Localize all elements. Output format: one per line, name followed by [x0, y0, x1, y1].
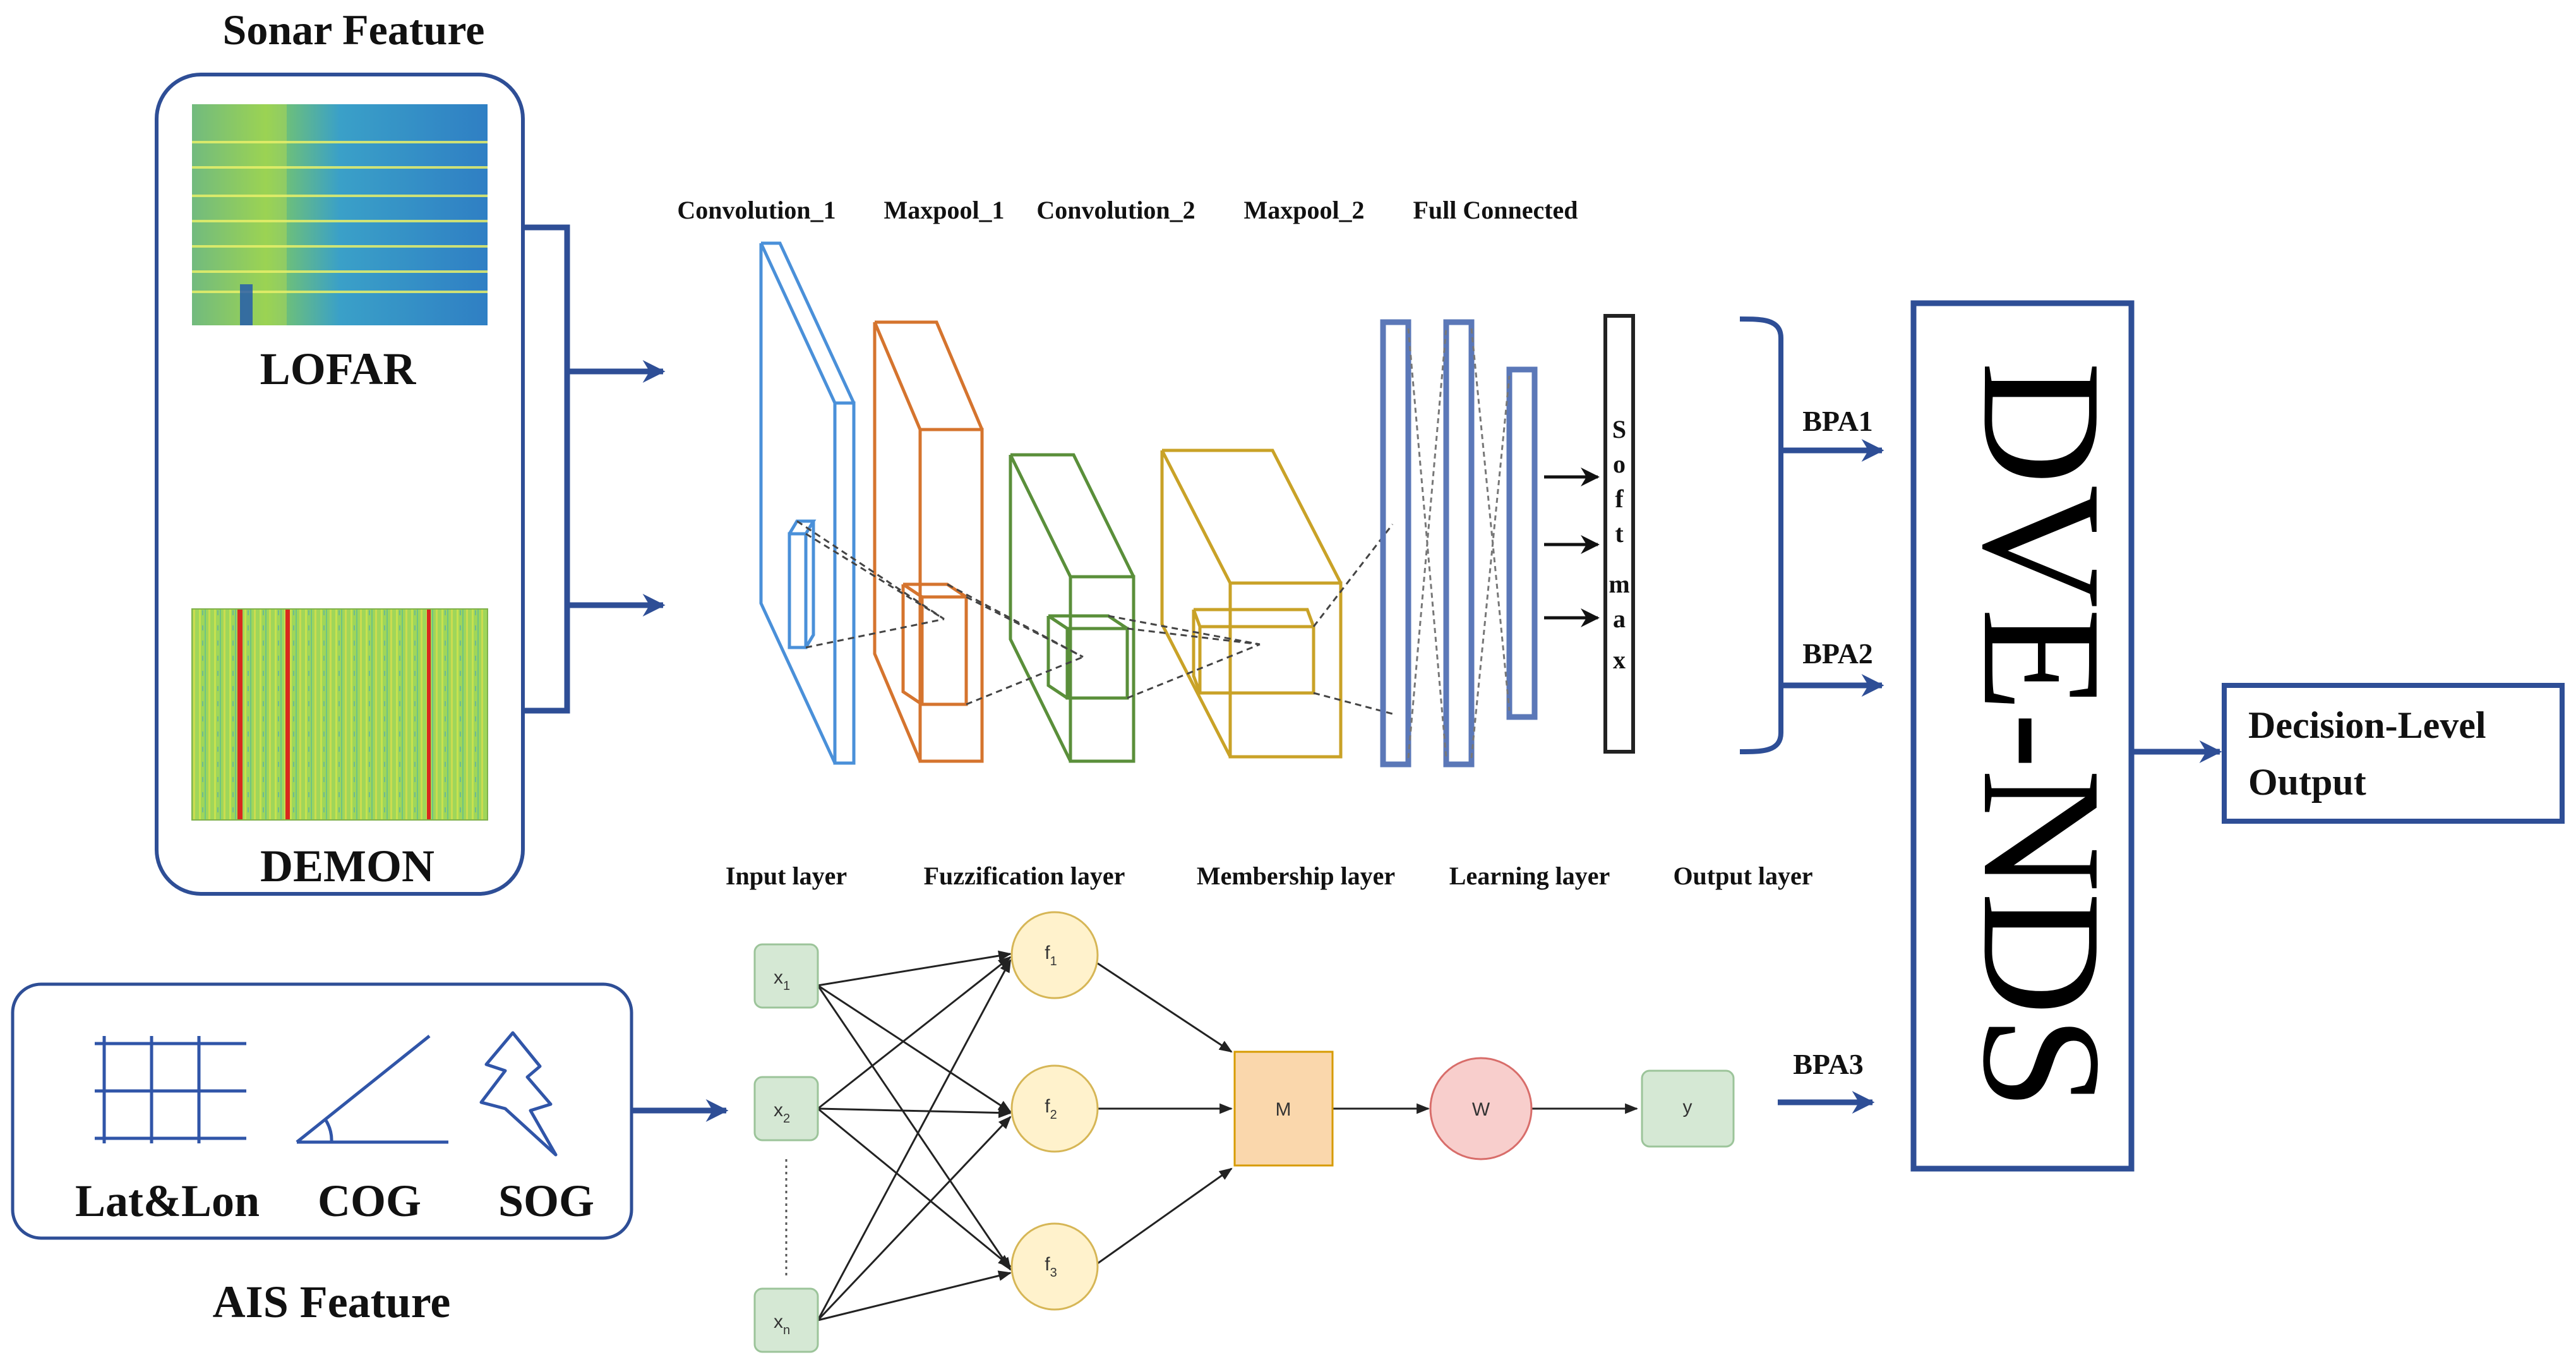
dve-nds-box: [1910, 300, 2135, 1172]
svg-text:f3: f3: [1045, 1254, 1057, 1280]
fuzzy-node-f3: f3: [1010, 1222, 1099, 1311]
learning-node-label: W: [1472, 1099, 1490, 1120]
conv1-block: [759, 241, 856, 765]
input-node-label: x: [774, 1311, 783, 1332]
svg-text:f1: f1: [1045, 942, 1057, 968]
input-node-x2: x2: [753, 1076, 819, 1141]
dve-nds-label: DVE-NDS: [1948, 362, 2136, 1111]
cnn-layer-label-conv1: Convolution_1: [677, 196, 836, 224]
softmax-letter: S: [1612, 415, 1626, 443]
output-node: y: [1641, 1069, 1735, 1148]
sonar-bracket: [523, 224, 570, 714]
bpa1-label: BPA1: [1802, 405, 1873, 437]
svg-text:x1: x1: [774, 967, 790, 993]
lofar-spectrogram: [192, 104, 488, 325]
fnn-connections: [817, 950, 1639, 1322]
fnn-layer-label-fuzzification: Fuzzification layer: [924, 862, 1125, 890]
fuzzy-node-label: f: [1045, 1254, 1050, 1275]
cnn-layer-label-maxpool2: Maxpool_2: [1243, 196, 1364, 224]
svg-text:xn: xn: [774, 1311, 790, 1337]
fuzzy-node-f2: f2: [1010, 1064, 1099, 1153]
input-node-xn: xn: [753, 1287, 819, 1353]
softmax-letter: m: [1609, 570, 1629, 598]
fuzzy-node-sub: 3: [1050, 1266, 1057, 1280]
input-node-label: x: [774, 1100, 783, 1121]
input-node-sub: 2: [783, 1112, 790, 1126]
conv2-block: [1009, 453, 1135, 763]
fuzzy-node-label: f: [1045, 1096, 1050, 1117]
cnn-layer-label-conv2: Convolution_2: [1036, 196, 1195, 224]
decision-output-box: [2222, 683, 2565, 824]
input-node-sub: n: [783, 1323, 790, 1337]
softmax-letter: a: [1613, 605, 1626, 633]
demon-label: DEMON: [260, 841, 434, 891]
fc-layer-2: [1443, 319, 1475, 768]
cnn-layer-label-maxpool1: Maxpool_1: [884, 196, 1004, 224]
cnn-output-bracket: [1739, 316, 1783, 754]
fuzzy-node-f1: f1: [1010, 911, 1099, 999]
fuzzy-node-sub: 2: [1050, 1108, 1057, 1122]
lofar-label: LOFAR: [260, 344, 417, 394]
fnn-layer-label-learning: Learning layer: [1449, 862, 1610, 890]
ais-item-cog: COG: [318, 1176, 421, 1226]
softmax-letter: f: [1615, 485, 1624, 513]
fc-layer-1: [1380, 319, 1411, 768]
fnn-layer-label-output: Output layer: [1673, 862, 1812, 890]
fc-layer-3: [1506, 366, 1538, 720]
softmax-input-arrows: [1544, 467, 1600, 627]
bpa2-label: BPA2: [1802, 637, 1873, 670]
membership-node-label: M: [1276, 1099, 1291, 1120]
input-node-x1: x1: [753, 943, 819, 1009]
fuzzy-node-sub: 1: [1050, 954, 1057, 968]
decision-output-line1: Decision-Level: [2248, 704, 2486, 746]
softmax-letter: x: [1613, 646, 1626, 674]
maxpool1-block: [873, 320, 984, 763]
softmax-letter: o: [1613, 450, 1626, 478]
input-node-sub: 1: [783, 979, 790, 993]
lightning-icon: [479, 1031, 558, 1157]
grid-icon: [95, 1036, 246, 1143]
learning-node: W: [1429, 1057, 1533, 1160]
membership-node: M: [1233, 1051, 1334, 1167]
fnn-layer-label-membership: Membership layer: [1197, 862, 1395, 890]
ais-item-latlon: Lat&Lon: [75, 1176, 260, 1226]
ais-item-sog: SOG: [498, 1176, 594, 1226]
cnn-dashed-connectors: [796, 520, 1394, 715]
fuzzy-node-label: f: [1045, 942, 1050, 963]
fc-dashed-links: [1407, 328, 1511, 759]
sonar-feature-panel: [155, 73, 525, 896]
output-node-label: y: [1683, 1097, 1692, 1117]
angle-icon: [296, 1035, 448, 1144]
cnn-layer-label-full-connected: Full Connected: [1413, 196, 1578, 224]
ais-feature-title: AIS Feature: [213, 1277, 451, 1327]
bpa3-label: BPA3: [1793, 1048, 1864, 1080]
svg-text:x2: x2: [774, 1100, 790, 1126]
softmax-label: S o f t m a x: [1609, 415, 1629, 674]
maxpool2-block: [1160, 449, 1343, 759]
softmax-letter: t: [1615, 519, 1624, 548]
svg-text:f2: f2: [1045, 1096, 1057, 1122]
sonar-feature-title: Sonar Feature: [223, 6, 485, 54]
softmax-layer: [1603, 314, 1635, 754]
demon-spectrogram: [191, 608, 488, 821]
decision-output-line2: Output: [2248, 761, 2366, 803]
fnn-layer-label-input: Input layer: [726, 862, 847, 890]
input-node-label: x: [774, 967, 783, 988]
